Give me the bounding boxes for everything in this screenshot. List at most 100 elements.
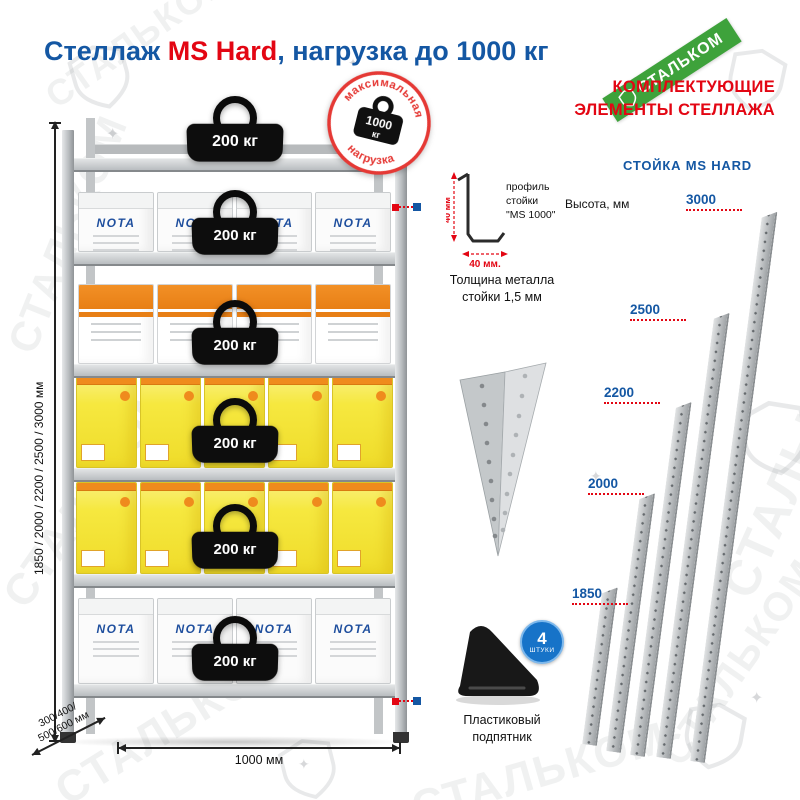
box-lid bbox=[158, 599, 232, 615]
brand-shield-icon bbox=[618, 88, 637, 107]
watermark-shield-icon bbox=[684, 702, 747, 770]
weight-load-label: 200 кг bbox=[190, 643, 279, 681]
sparkle-icon: ✦ bbox=[750, 690, 764, 707]
box-brand-label: NOTA bbox=[333, 216, 373, 230]
pack-logo-dot bbox=[312, 391, 322, 401]
paper-pack bbox=[140, 482, 201, 574]
pack-stripe bbox=[141, 483, 200, 491]
plastic-foot-caption: Пластиковый подпятник bbox=[437, 712, 567, 746]
box-stripe bbox=[316, 312, 390, 317]
box-print-lines bbox=[330, 230, 376, 251]
paper-pack bbox=[332, 376, 393, 468]
box-brand-label: NOTA bbox=[96, 216, 136, 230]
components-heading: КОМПЛЕКТУЮЩИЕ ЭЛЕМЕНТЫ СТЕЛЛАЖА bbox=[545, 76, 775, 122]
foot-caption-line: подпятник bbox=[472, 729, 532, 744]
pack-logo-dot bbox=[376, 391, 386, 401]
weight-load-label: 200 кг bbox=[190, 327, 279, 365]
weight-load-label: 200 кг bbox=[190, 531, 279, 569]
pack-logo-dot bbox=[184, 497, 194, 507]
pack-stripe bbox=[77, 483, 136, 491]
box-lid bbox=[316, 599, 390, 615]
pack-label bbox=[145, 444, 169, 461]
profile-outline bbox=[457, 172, 506, 243]
components-heading-line: ЭЛЕМЕНТЫ СТЕЛЛАЖА bbox=[574, 101, 775, 120]
paper-box bbox=[315, 284, 391, 364]
weight-load-label: 200 кг bbox=[190, 425, 279, 463]
pack-logo-dot bbox=[248, 497, 258, 507]
weight-icon: 200 кг bbox=[190, 504, 279, 569]
post-profile-diagram: 40 мм 40 мм. bbox=[446, 172, 508, 270]
weight-icon: 200 кг bbox=[190, 616, 279, 681]
box-print-lines bbox=[79, 323, 153, 341]
post-height-label: 1850 bbox=[572, 586, 629, 605]
badge-weight-body-icon bbox=[353, 107, 403, 145]
paper-box: NOTA bbox=[78, 598, 154, 684]
shelf bbox=[62, 468, 407, 482]
shelf bbox=[62, 574, 407, 588]
box-lid bbox=[237, 599, 311, 615]
red-marker-icon bbox=[392, 203, 399, 211]
pack-stripe bbox=[333, 483, 392, 491]
pack-stripe bbox=[269, 483, 328, 491]
rack-foot bbox=[393, 732, 409, 743]
profile-caption: профиль стойки "MS 1000" bbox=[506, 180, 578, 223]
pack-stripe bbox=[141, 377, 200, 385]
box-print-lines bbox=[93, 230, 139, 251]
components-heading-line: КОМПЛЕКТУЮЩИЕ bbox=[612, 78, 775, 96]
rack-front-post bbox=[62, 130, 74, 733]
callout-marker bbox=[392, 697, 421, 705]
pack-stripe bbox=[269, 377, 328, 385]
title-suffix: , нагрузка до 1000 кг bbox=[277, 36, 549, 67]
shelf bbox=[62, 364, 407, 378]
pack-stripe bbox=[205, 377, 264, 385]
paper-pack bbox=[76, 482, 137, 574]
thickness-line: Толщина металла bbox=[449, 273, 555, 287]
post-height-label: 2000 bbox=[588, 476, 645, 495]
box-brand-label: NOTA bbox=[333, 622, 373, 636]
box-print-lines bbox=[316, 323, 390, 341]
pack-label bbox=[81, 444, 105, 461]
quantity-word: штуки bbox=[529, 646, 555, 654]
pack-logo-dot bbox=[248, 391, 258, 401]
paper-pack bbox=[140, 376, 201, 468]
profile-dim-vertical: 40 мм bbox=[446, 197, 452, 223]
profile-caption-line: "MS 1000" bbox=[506, 209, 556, 222]
badge-weight-unit: кг bbox=[371, 129, 382, 141]
dotted-connector bbox=[399, 700, 413, 702]
blue-marker-icon bbox=[413, 697, 421, 705]
weight-icon: 200 кг bbox=[190, 190, 279, 255]
paper-box: NOTA bbox=[78, 192, 154, 252]
paper-pack bbox=[268, 482, 329, 574]
corner-post-image bbox=[459, 362, 547, 557]
post-section-title: СТОЙКА MS HARD bbox=[623, 158, 752, 173]
weight-icon: 200 кг bbox=[190, 398, 279, 463]
box-lid bbox=[79, 599, 153, 615]
title-model: MS Hard bbox=[167, 36, 278, 67]
max-load-badge: максимальная нагрузка 1000 кг bbox=[315, 59, 443, 187]
rack-front-post bbox=[395, 130, 407, 733]
post-height-units-label: Высота, мм bbox=[565, 197, 630, 211]
pack-stripe bbox=[77, 377, 136, 385]
foot-caption-line: Пластиковый bbox=[463, 713, 541, 727]
box-lid bbox=[79, 193, 153, 209]
profile-caption-line: профиль bbox=[506, 181, 550, 193]
callout-marker bbox=[392, 203, 421, 211]
red-marker-icon bbox=[392, 697, 399, 705]
weight-load-label: 200 кг bbox=[185, 123, 284, 162]
width-dimension-label: 1000 мм bbox=[234, 753, 284, 767]
shelving-rack: NOTA NOTA NOTA NOTA bbox=[60, 96, 409, 743]
dotted-connector bbox=[399, 206, 413, 208]
pack-label bbox=[145, 550, 169, 567]
paper-pack bbox=[76, 376, 137, 468]
pack-logo-dot bbox=[376, 497, 386, 507]
shelf-row-boxes: NOTA NOTA NOTA NOTA bbox=[76, 598, 393, 684]
blue-marker-icon bbox=[413, 203, 421, 211]
thickness-line: стойки 1,5 мм bbox=[462, 289, 542, 304]
brand-logo: СТАЛЬКОМ bbox=[602, 17, 742, 123]
weight-icon: 200 кг bbox=[190, 300, 279, 365]
shelf bbox=[62, 684, 407, 698]
height-dimension-line bbox=[49, 121, 61, 743]
post-height-label: 2500 bbox=[630, 302, 687, 321]
width-dimension-line bbox=[117, 742, 401, 754]
